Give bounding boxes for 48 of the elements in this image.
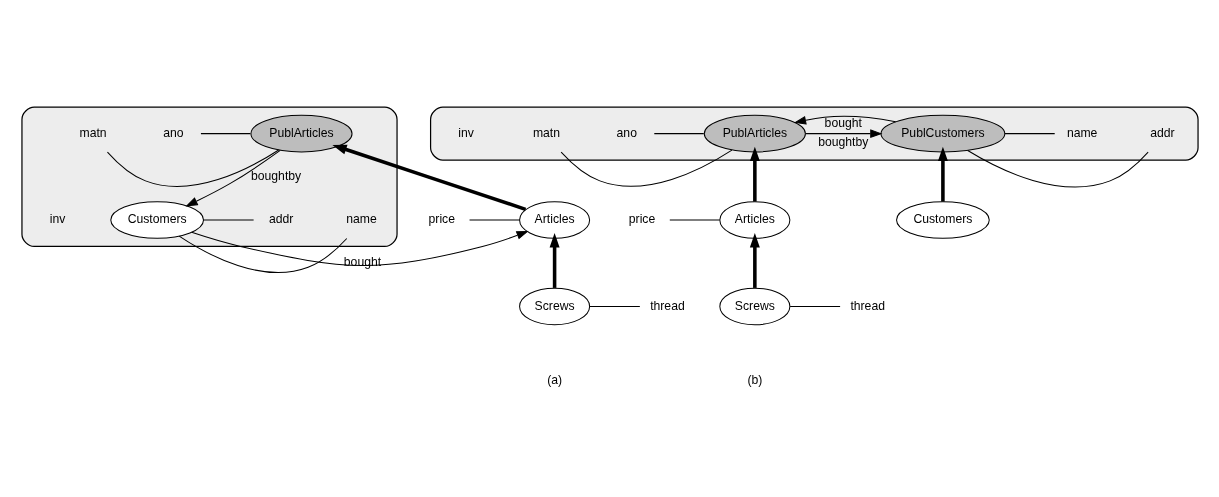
arrow [331,144,526,211]
arrow [749,146,760,202]
node-text: price [428,211,455,226]
label: inv [457,125,474,140]
node-ellipse: Articles [518,200,590,239]
arrow [190,230,529,266]
label: (b) [746,372,762,387]
node-ellipse: Screws [718,287,790,325]
node-text: thread [649,298,685,313]
node-text: ano [162,125,184,140]
arrow [549,232,560,288]
node-text: addr [268,211,293,226]
arrow [937,146,948,202]
node-ellipse: Customers [895,200,990,239]
node-text: matn [79,125,107,140]
connector [668,219,720,221]
connector [966,149,1149,187]
node-ellipse: Articles [718,200,790,239]
connector [1003,132,1055,134]
connector [202,219,254,221]
node-text: price [628,211,655,226]
node-text: name [1066,125,1097,140]
node-ellipse: Customers [109,200,204,239]
connector [178,235,347,273]
connector [653,132,704,134]
node-text: name [345,211,377,226]
node-text: matn [532,125,560,140]
node-text: addr [1149,125,1175,140]
arrow [804,128,882,138]
cluster [20,106,398,247]
connector [789,305,841,307]
node-text: thread [849,298,885,313]
arrow [749,232,760,288]
label: (a) [546,372,562,387]
connector [588,305,640,307]
edge-label: boughtby [250,168,301,183]
label: inv [49,211,65,226]
node-text: ano [616,125,637,140]
connector [560,149,732,187]
arrow [184,149,281,206]
node-ellipse: PublCustomers [880,114,1005,152]
edge-label: boughtby [817,134,868,149]
connector [106,149,279,187]
arrow [793,115,896,124]
node-ellipse: Screws [518,287,590,325]
edge-label: bought [824,115,862,130]
connector [468,219,520,221]
connector [199,132,251,134]
